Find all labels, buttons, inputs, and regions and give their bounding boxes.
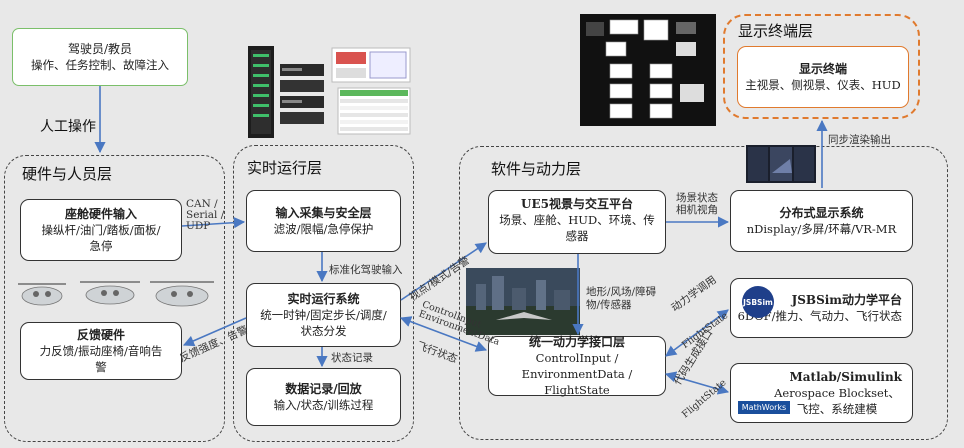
data-record-title: 数据记录/回放 [285,382,362,396]
input-safety-subtitle: 滤波/限幅/急停保护 [273,222,374,236]
data-record-box: 数据记录/回放 输入/状态/训练过程 [246,368,401,426]
display-terminal-box: 显示终端 主视景、侧视景、仪表、HUD [737,46,909,108]
std-input-label: 标准化驾驶输入 [329,264,403,276]
hardware-layer-title: 硬件与人员层 [22,165,113,183]
cockpit-hardware-box: 座舱硬件输入 操纵杆/油门/踏板/面板/急停 [20,199,182,261]
dynamics-interface-box: 统一动力学接口层 ControlInput / EnvironmentData … [488,335,666,397]
matlab-box: Matlab/Simulink Aerospace Blockset、飞控、系统… [730,363,913,423]
driver-instructor-box: 驾驶员/教员 操作、任务控制、故障注入 [12,28,188,86]
matlab-subtitle: Aerospace Blockset、飞控、系统建模 [774,386,900,416]
feedback-hardware-box: 反馈硬件 力反馈/振动座椅/音响告警 [20,322,182,380]
cockpit-subtitle: 操纵杆/油门/踏板/面板/急停 [41,223,161,253]
render-output-thumbnail [746,145,816,183]
scene-state-label: 场景状态 相机视角 [676,192,718,216]
display-terminal-title: 显示终端 [798,62,847,76]
distributed-display-box: 分布式显示系统 nDisplay/多屏/环幕/VR-MR [730,190,913,252]
flight-state-left-label: 飞行状态 [415,339,459,366]
state-record-label: 状态记录 [331,352,373,364]
terrain-label: 地形/风场/障碍物/传感器 [586,286,657,311]
runtime-system-box: 实时运行系统 统一时钟/固定步长/调度/状态分发 [246,283,401,347]
hardware-layer-group [4,155,225,442]
mathworks-logo: MathWorks [738,401,790,414]
runtime-system-subtitle: 统一时钟/固定步长/调度/状态分发 [260,308,387,338]
runtime-system-title: 实时运行系统 [287,292,360,306]
driver-title: 驾驶员/教员 [67,42,133,56]
ue5-platform-box: UE5视景与交互平台 场景、座舱、HUD、环境、传感器 [488,190,666,254]
data-record-subtitle: 输入/状态/训练过程 [273,398,374,412]
display-layer-group [723,14,920,119]
input-safety-box: 输入采集与安全层 滤波/限幅/急停保护 [246,190,401,252]
evtol-aircraft-images [12,270,218,312]
cockpit-title: 座舱硬件输入 [64,207,137,221]
runtime-hardware-photo [244,44,414,142]
display-terminal-subtitle: 主视景、侧视景、仪表、HUD [745,78,901,92]
display-layer-title: 显示终端层 [738,22,814,40]
input-safety-title: 输入采集与安全层 [275,206,372,220]
can-serial-udp-label: CAN / Serial / UDP [186,198,225,232]
ue5-subtitle: 场景、座舱、HUD、环境、传感器 [499,213,655,243]
jsbsim-subtitle: 6DOF/推力、气动力、飞行状态 [737,309,902,323]
runtime-layer-title: 实时运行层 [247,159,323,177]
software-layer-title: 软件与动力层 [491,160,582,178]
matlab-title: Matlab/Simulink [789,370,902,384]
jsbsim-logo: JSBSim [742,286,774,318]
manual-op-label: 人工操作 [40,119,96,135]
distributed-display-screenshot [580,14,716,126]
sync-output-label: 同步渲染输出 [828,134,891,146]
dynamics-interface-subtitle: ControlInput / EnvironmentData / FlightS… [521,351,633,397]
dynamics-interface-title: 统一动力学接口层 [528,335,625,349]
feedback-title: 反馈硬件 [76,328,125,342]
distributed-display-title: 分布式显示系统 [779,206,864,220]
driver-subtitle: 操作、任务控制、故障注入 [31,58,169,72]
feedback-subtitle: 力反馈/振动座椅/音响告警 [39,344,163,374]
distributed-display-subtitle: nDisplay/多屏/环幕/VR-MR [746,222,897,236]
ue5-title: UE5视景与交互平台 [521,197,633,211]
jsbsim-title: JSBSim动力学平台 [791,293,902,307]
